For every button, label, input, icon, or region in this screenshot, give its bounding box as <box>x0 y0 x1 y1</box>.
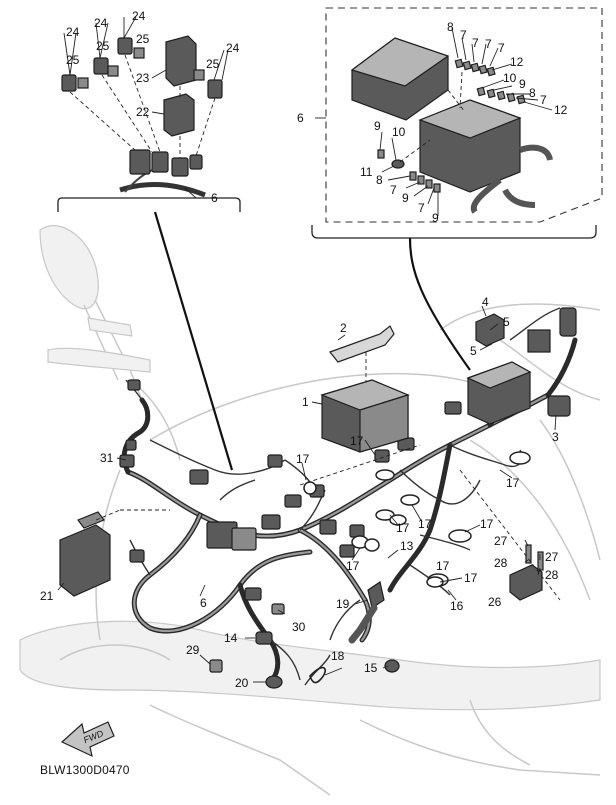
callout-31: 31 <box>100 451 114 465</box>
fuse-callout-9d: 9 <box>432 211 439 225</box>
relay-callout-24b: 24 <box>94 16 108 30</box>
fuse-box-detail-inset: 6 8 7 7 7 7 12 10 9 8 7 12 9 10 11 8 7 9… <box>297 7 603 371</box>
relay-callout-25b: 25 <box>96 39 110 53</box>
sensor-part <box>509 544 544 601</box>
motorcycle-frame-ghost <box>19 225 601 796</box>
fuse-callout-6: 6 <box>297 111 304 125</box>
relay-callout-6: 6 <box>211 191 218 205</box>
callout-17i: 17 <box>436 559 450 573</box>
small-parts <box>209 514 444 689</box>
fuse-callout-12a: 12 <box>510 55 524 69</box>
drawing-code: BLW1300D0470 <box>40 763 130 777</box>
battery-box-part <box>320 379 410 453</box>
fuse-callout-7c: 7 <box>485 37 492 51</box>
callout-30: 30 <box>292 620 306 634</box>
callout-27a: 27 <box>494 534 508 548</box>
callout-2: 2 <box>340 321 347 335</box>
fuse-callout-7f: 7 <box>390 183 397 197</box>
callout-17e: 17 <box>418 517 432 531</box>
callout-29: 29 <box>186 643 200 657</box>
callout-19: 19 <box>336 597 350 611</box>
callout-17h: 17 <box>464 571 478 585</box>
harness-connectors <box>119 379 531 601</box>
fuse-callout-9a: 9 <box>519 77 526 91</box>
fuse-callout-8c: 8 <box>376 173 383 187</box>
callout-5b: 5 <box>470 344 477 358</box>
callout-21: 21 <box>40 589 54 603</box>
ecu-part <box>466 307 577 425</box>
callout-6-main: 6 <box>200 596 207 610</box>
callout-15: 15 <box>364 661 378 675</box>
callout-17a: 17 <box>350 434 364 448</box>
fuse-callout-7g: 7 <box>418 201 425 215</box>
fuse-callout-7d: 7 <box>498 41 505 55</box>
fuse-callout-10a: 10 <box>503 71 517 85</box>
fuse-callout-9b: 9 <box>374 119 381 133</box>
callout-17b: 17 <box>296 452 310 466</box>
callout-1: 1 <box>302 395 309 409</box>
relay-detail-inset: 24 25 24 25 24 25 23 22 24 25 6 <box>57 9 241 471</box>
fuse-callout-11: 11 <box>360 165 373 179</box>
relay-callout-24a: 24 <box>66 25 80 39</box>
main-leader-lines <box>57 305 561 683</box>
relay-callout-25a: 25 <box>66 53 80 67</box>
fuse-callout-7e: 7 <box>540 93 547 107</box>
callout-13: 13 <box>400 539 414 553</box>
fuse-callout-12b: 12 <box>554 103 568 117</box>
main-callouts: 1 2 3 4 5 5 6 13 14 15 16 17 17 17 17 17… <box>40 295 559 690</box>
callout-20: 20 <box>235 676 249 690</box>
callout-3: 3 <box>552 430 559 444</box>
callout-14: 14 <box>224 631 238 645</box>
callout-17d: 17 <box>396 521 410 535</box>
fuse-callout-10b: 10 <box>392 125 406 139</box>
relay-callout-23: 23 <box>136 71 150 85</box>
relay-callout-25c: 25 <box>136 32 150 46</box>
fuse-callout-7a: 7 <box>460 28 467 42</box>
battery-band-part <box>329 325 395 363</box>
relay-callout-24d: 24 <box>226 41 240 55</box>
rectifier-part <box>59 511 111 597</box>
relay-callout-25d: 25 <box>206 57 220 71</box>
callout-18: 18 <box>331 649 345 663</box>
fwd-arrow-icon: FWD <box>60 721 115 758</box>
callout-17g: 17 <box>480 517 494 531</box>
callout-17c: 17 <box>506 476 520 490</box>
callout-4: 4 <box>482 295 489 309</box>
callout-5a: 5 <box>503 315 510 329</box>
callout-16: 16 <box>450 599 464 613</box>
fuse-callout-9c: 9 <box>402 191 409 205</box>
callout-17f: 17 <box>346 559 360 573</box>
callout-27b: 27 <box>545 550 559 564</box>
fuse-callout-7b: 7 <box>472 36 479 50</box>
callout-26: 26 <box>488 595 502 609</box>
relay-callout-24c: 24 <box>132 9 146 23</box>
callout-28a: 28 <box>494 556 508 570</box>
fuse-callout-8b: 8 <box>529 86 536 100</box>
relay-callout-22: 22 <box>136 105 150 119</box>
callout-28b: 28 <box>545 568 559 582</box>
fuse-callout-8a: 8 <box>447 20 454 34</box>
